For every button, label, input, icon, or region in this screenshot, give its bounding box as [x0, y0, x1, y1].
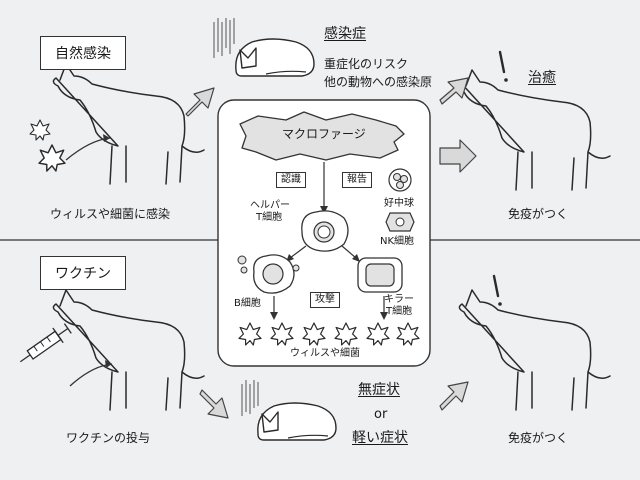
cured-cat-illustration — [458, 50, 611, 191]
arrow-mild-to-immune — [439, 381, 469, 411]
illness-title: 感染症 — [324, 26, 366, 42]
asymptomatic-label: 無症状 — [358, 382, 400, 398]
pathogens-label: ウィルスや細菌 — [290, 348, 360, 359]
arrow-to-cure — [439, 77, 469, 105]
attack-tag: 攻撃 — [310, 292, 340, 308]
illness-risk-line: 重症化のリスク — [324, 57, 409, 71]
killer-t-cell — [357, 257, 403, 293]
vaccine-box: ワクチン — [40, 256, 126, 290]
helper-t-label-line1: ヘルパー — [250, 200, 290, 211]
nk-cell — [385, 212, 415, 232]
killer-t-label-line2: T細胞 — [386, 306, 413, 317]
vaccine-immunity-label: 免疫がつく — [508, 431, 569, 445]
vaccine-cause-label: ワクチンの投与 — [66, 431, 151, 445]
b-cell-label: B細胞 — [234, 298, 261, 309]
infection-cause-label: ウィルスや細菌に感染 — [50, 207, 171, 221]
report-tag: 報告 — [342, 172, 372, 188]
syringe-icon — [19, 323, 72, 363]
b-cell — [237, 254, 300, 294]
recognize-tag: 認識 — [276, 172, 306, 188]
macrophage-cell — [239, 111, 405, 161]
mild-cat-illustration — [241, 380, 337, 441]
nk-cell-label: NK細胞 — [380, 236, 415, 247]
killer-t-label-line1: キラー — [384, 294, 414, 305]
cat-natural-illustration — [29, 63, 205, 185]
cat-vaccine-illustration — [19, 289, 205, 411]
vaccinated-cat-illustration — [458, 274, 611, 411]
macrophage-label: マクロファージ — [282, 127, 366, 141]
neutrophil-cell — [388, 168, 412, 192]
arrow-to-panel-right — [439, 139, 477, 173]
arrow-to-illness — [185, 87, 215, 117]
sick-cat-illustration — [213, 18, 315, 77]
helper-t-label-line2: T細胞 — [256, 212, 283, 223]
mild-symptoms-label: 軽い症状 — [352, 430, 408, 446]
arrow-vaccine-to-mild — [199, 389, 229, 419]
illness-spread-line: 他の動物への感染原 — [324, 75, 433, 89]
vaccine-label: ワクチン — [55, 266, 111, 282]
or-label: or — [374, 407, 388, 422]
helper-t-cell — [301, 210, 349, 252]
neutrophil-label: 好中球 — [384, 198, 414, 209]
natural-infection-label: 自然感染 — [55, 46, 111, 62]
natural-infection-box: 自然感染 — [40, 36, 126, 70]
natural-immunity-label: 免疫がつく — [508, 207, 569, 221]
cure-label: 治癒 — [528, 70, 556, 86]
